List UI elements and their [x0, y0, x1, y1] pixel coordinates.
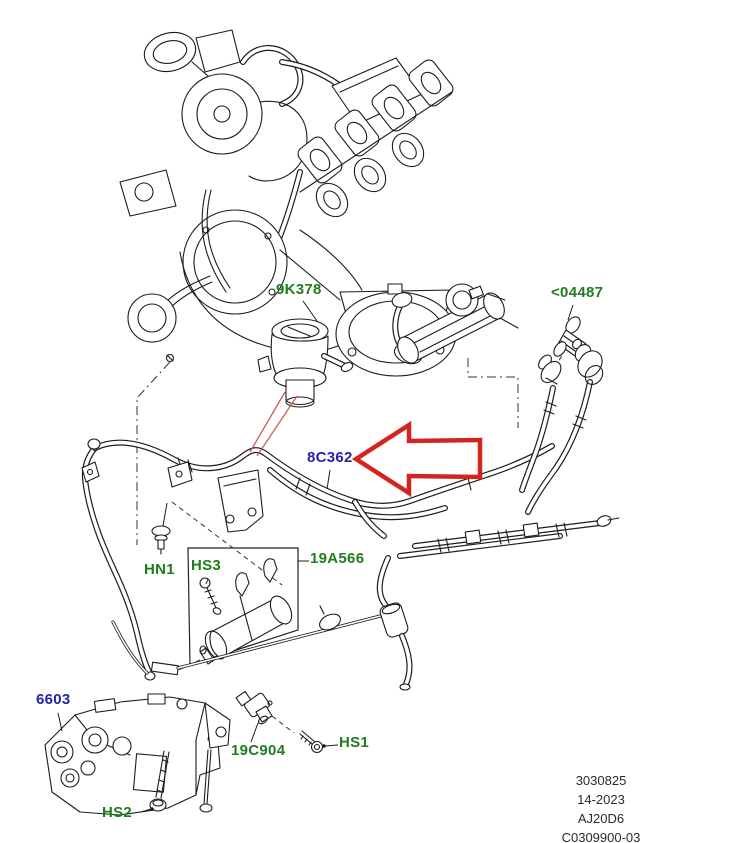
- part-label-19c904: 19C904: [231, 742, 286, 759]
- drawing-reference-block: 3030825 14-2023 AJ20D6 C0309900-03: [531, 771, 671, 843]
- part-label-04487: <04487: [551, 284, 604, 301]
- part-label-hs2: HS2: [102, 804, 133, 821]
- part-label-6603[interactable]: 6603: [36, 691, 71, 708]
- red-leader-lines: [249, 391, 298, 457]
- vacuum-hose-assembly-8c362: [81, 379, 620, 681]
- label-leader-lines: [57, 300, 574, 732]
- part-label-9k378: 9K378: [276, 281, 322, 298]
- date-code: 14-2023: [577, 792, 625, 807]
- part-label-hs1: HS1: [339, 734, 370, 751]
- clip-hn1: [151, 502, 171, 555]
- bolt-hs1: [299, 730, 339, 754]
- highlight-arrow-icon: [351, 420, 483, 498]
- part-label-19a566: 19A566: [310, 550, 365, 567]
- drawing-number: C0309900-03: [561, 830, 641, 843]
- cable-assembly: [111, 602, 413, 691]
- sensor-19c904: [235, 690, 273, 743]
- engine-code: AJ20D6: [577, 811, 625, 826]
- pump-6603: [44, 693, 231, 816]
- connector-04487-part: [538, 316, 604, 385]
- egr-cooler-assembly: [391, 283, 519, 365]
- part-label-8c362[interactable]: 8C362: [307, 449, 353, 466]
- doc-number: 3030825: [575, 773, 627, 788]
- part-label-hn1: HN1: [144, 561, 175, 578]
- part-label-hs3: HS3: [191, 557, 222, 574]
- bolt-hs2: [140, 750, 170, 813]
- solenoid-valve-9k378-part: [257, 318, 354, 408]
